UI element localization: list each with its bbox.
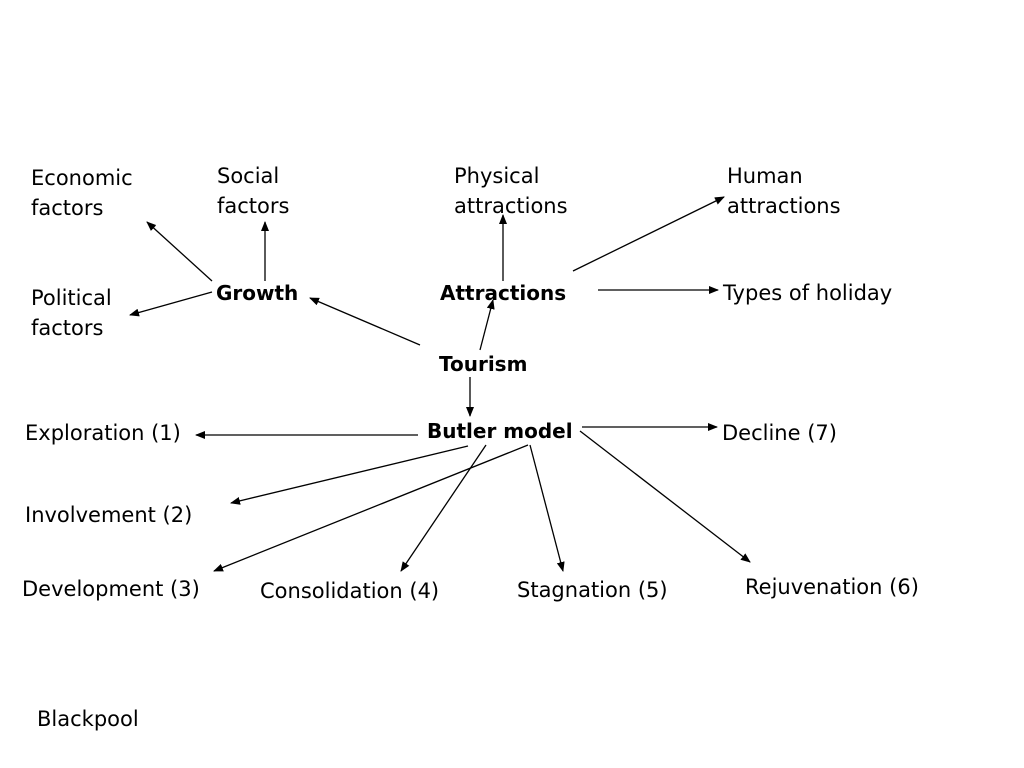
node-tourism: Tourism (439, 352, 528, 376)
political-factors-line-1: Political (31, 286, 112, 310)
human-attractions-line-2: attractions (727, 194, 841, 218)
node-economic-factors: Economic factors (31, 163, 133, 223)
social-factors-line-1: Social (217, 164, 280, 188)
stage-involvement: Involvement (2) (25, 503, 193, 527)
social-factors-line-2: factors (217, 194, 290, 218)
human-attractions-line-1: Human (727, 164, 803, 188)
arrow-tourism-attractions (479, 299, 495, 351)
physical-attractions-line-1: Physical (454, 164, 540, 188)
node-butler-model: Butler model (427, 419, 573, 443)
node-social-factors: Social factors (217, 161, 289, 221)
arrow-tourism-growth (309, 297, 421, 346)
physical-attractions-line-2: attractions (454, 194, 568, 218)
economic-factors-line-2: factors (31, 196, 104, 220)
arrow-butler-consolidation (400, 444, 487, 572)
stage-rejuvenation: Rejuvenation (6) (745, 575, 919, 599)
arrow-attractions-human (572, 196, 725, 272)
node-attractions: Attractions (440, 281, 567, 305)
arrow-butler-stagnation (529, 444, 565, 572)
arrow-butler-development (213, 444, 529, 572)
political-factors-line-2: factors (31, 316, 104, 340)
arrow-growth-political (129, 291, 213, 317)
economic-factors-line-1: Economic (31, 166, 133, 190)
footer-note: Blackpool (37, 707, 139, 731)
stage-development: Development (3) (22, 577, 200, 601)
node-physical-attractions: Physical attractions (454, 161, 568, 221)
node-growth: Growth (216, 281, 299, 305)
node-human-attractions: Human attractions (727, 161, 841, 221)
arrow-butler-rejuvenation (579, 430, 751, 563)
stage-consolidation: Consolidation (4) (260, 579, 440, 603)
node-political-factors: Political factors (31, 283, 112, 343)
stage-stagnation: Stagnation (5) (517, 578, 668, 602)
node-types-of-holiday: Types of holiday (723, 281, 893, 305)
stage-decline: Decline (7) (722, 421, 837, 445)
arrow-butler-involvement (230, 445, 469, 505)
stage-exploration: Exploration (1) (25, 421, 181, 445)
arrow-growth-economic (146, 221, 213, 282)
